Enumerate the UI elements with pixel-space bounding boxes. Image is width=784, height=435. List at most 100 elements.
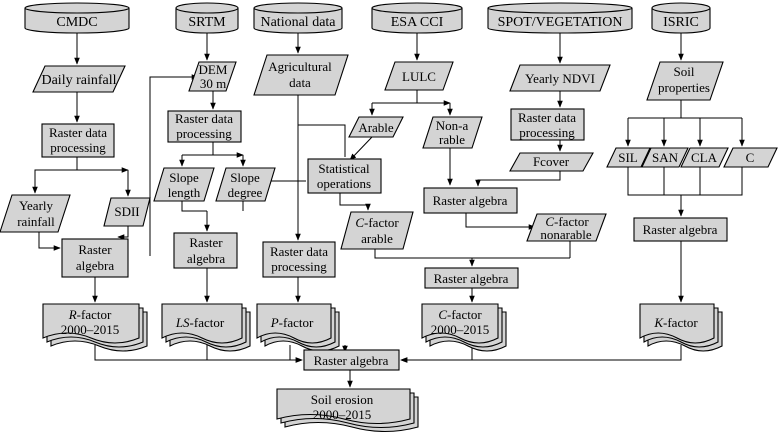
svg-text:rainfall: rainfall <box>17 214 55 229</box>
svg-text:Non-a: Non-a <box>436 118 469 133</box>
source-national-data: National data <box>253 2 343 34</box>
non-arable-node: Non-a rable <box>422 116 483 149</box>
svg-text:processing: processing <box>176 126 232 141</box>
svg-text:2000–2015: 2000–2015 <box>431 322 490 337</box>
source-label: ESA CCI <box>391 15 444 30</box>
svg-text:Slope: Slope <box>230 170 260 185</box>
soil-raster-algebra-node: Raster algebra <box>633 217 728 242</box>
source-isric: ISRIC <box>651 2 711 34</box>
svg-text:Slope: Slope <box>169 170 199 185</box>
veg-raster-processing-node: Raster data processing <box>510 108 585 141</box>
k-factor-node: K-factor <box>639 303 723 352</box>
r-factor-node: R-factor 2000–2015 <box>42 303 148 352</box>
svg-text:SIL: SIL <box>618 150 638 165</box>
svg-text:2000–2015: 2000–2015 <box>61 322 120 337</box>
svg-text:C: C <box>746 150 755 165</box>
svg-text:C-factor: C-factor <box>545 214 589 229</box>
svg-text:30 m: 30 m <box>200 76 226 91</box>
svg-text:Arable: Arable <box>358 120 394 135</box>
svg-text:nonarable: nonarable <box>540 227 591 242</box>
svg-text:P-factor: P-factor <box>270 315 314 330</box>
svg-text:K-factor: K-factor <box>653 315 698 330</box>
svg-text:Raster: Raster <box>78 242 112 257</box>
svg-text:Daily rainfall: Daily rainfall <box>41 73 116 88</box>
lulc-node: LULC <box>384 61 454 91</box>
svg-text:properties: properties <box>658 80 710 95</box>
svg-text:R-factor: R-factor <box>68 307 112 322</box>
svg-text:Yearly NDVI: Yearly NDVI <box>525 71 595 86</box>
svg-text:algebra: algebra <box>187 251 225 266</box>
svg-text:processing: processing <box>519 125 575 140</box>
san-node: SAN <box>641 147 689 168</box>
svg-text:rable: rable <box>439 132 465 147</box>
svg-text:Raster data: Raster data <box>270 244 328 259</box>
land-raster-algebra-1-node: Raster algebra <box>423 187 518 214</box>
svg-text:SDII: SDII <box>114 204 139 219</box>
c-node: C <box>723 147 778 168</box>
daily-rainfall-node: Daily rainfall <box>32 65 126 93</box>
rainfall-raster-algebra-node: Raster algebra <box>61 238 129 278</box>
sil-node: SIL <box>606 147 651 168</box>
svg-text:length: length <box>168 185 201 200</box>
svg-text:Raster: Raster <box>189 235 223 250</box>
source-label: CMDC <box>56 15 97 30</box>
sdii-node: SDII <box>103 197 151 227</box>
svg-text:Raster algebra: Raster algebra <box>643 222 718 237</box>
svg-text:Raster data: Raster data <box>518 110 576 125</box>
c-factor-arable-node: C-factor arable <box>340 211 414 250</box>
svg-text:Raster algebra: Raster algebra <box>314 353 389 368</box>
slope-degree-node: Slope degree <box>215 167 276 202</box>
svg-text:Soil erosion: Soil erosion <box>311 392 374 407</box>
svg-text:Raster data: Raster data <box>49 125 107 140</box>
svg-text:Raster algebra: Raster algebra <box>433 193 508 208</box>
svg-text:SAN: SAN <box>652 150 679 165</box>
svg-text:LS-factor: LS-factor <box>175 315 225 330</box>
connectors <box>32 31 745 388</box>
slope-length-node: Slope length <box>153 167 215 202</box>
topo-raster-algebra-node: Raster algebra <box>173 232 238 269</box>
source-label: SRTM <box>188 15 226 30</box>
source-esa-cci: ESA CCI <box>371 2 463 34</box>
source-spot-vegetation: SPOT/VEGETATION <box>487 2 633 34</box>
svg-text:Raster data: Raster data <box>175 111 233 126</box>
ls-factor-node: LS-factor <box>161 303 251 352</box>
soil-erosion-node: Soil erosion 2000–2015 <box>276 388 419 432</box>
svg-text:arable: arable <box>361 231 393 246</box>
soil-properties-node: Soil properties <box>646 61 724 101</box>
source-label: SPOT/VEGETATION <box>498 15 623 30</box>
p-factor-node: P-factor <box>256 303 340 352</box>
svg-text:processing: processing <box>271 259 327 274</box>
svg-text:Yearly: Yearly <box>19 198 54 213</box>
svg-text:LULC: LULC <box>402 69 436 84</box>
arable-node: Arable <box>348 116 404 138</box>
rainfall-raster-processing-node: Raster data processing <box>41 123 115 158</box>
svg-text:operations: operations <box>317 176 371 191</box>
svg-text:Agricultural: Agricultural <box>268 59 332 74</box>
svg-text:DEM: DEM <box>199 62 228 77</box>
svg-text:Statistical: Statistical <box>318 161 370 176</box>
svg-text:algebra: algebra <box>76 258 114 273</box>
svg-text:degree: degree <box>228 185 263 200</box>
dem-node: DEM 30 m <box>188 61 237 92</box>
svg-text:C-factor: C-factor <box>355 215 399 230</box>
source-cmdc: CMDC <box>24 2 130 34</box>
statistical-operations-node: Statistical operations <box>307 158 382 194</box>
agri-raster-processing-node: Raster data processing <box>262 241 336 278</box>
yearly-ndvi-node: Yearly NDVI <box>509 64 611 92</box>
svg-text:data: data <box>289 75 311 90</box>
svg-text:Soil: Soil <box>674 64 695 79</box>
svg-text:Fcover: Fcover <box>533 154 570 169</box>
svg-text:2000–2015: 2000–2015 <box>313 407 372 422</box>
agricultural-data-node: Agricultural data <box>253 54 349 96</box>
topo-raster-processing-node: Raster data processing <box>167 110 242 143</box>
svg-text:C-factor: C-factor <box>438 307 482 322</box>
source-label: National data <box>260 15 336 30</box>
final-raster-algebra-node: Raster algebra <box>303 349 400 371</box>
c-factor-nonarable-node: C-factor nonarable <box>526 213 607 242</box>
source-label: ISRIC <box>663 15 699 30</box>
cla-node: CLA <box>680 147 729 168</box>
svg-text:CLA: CLA <box>691 150 718 165</box>
fcover-node: Fcover <box>509 152 594 172</box>
source-srtm: SRTM <box>175 2 239 34</box>
